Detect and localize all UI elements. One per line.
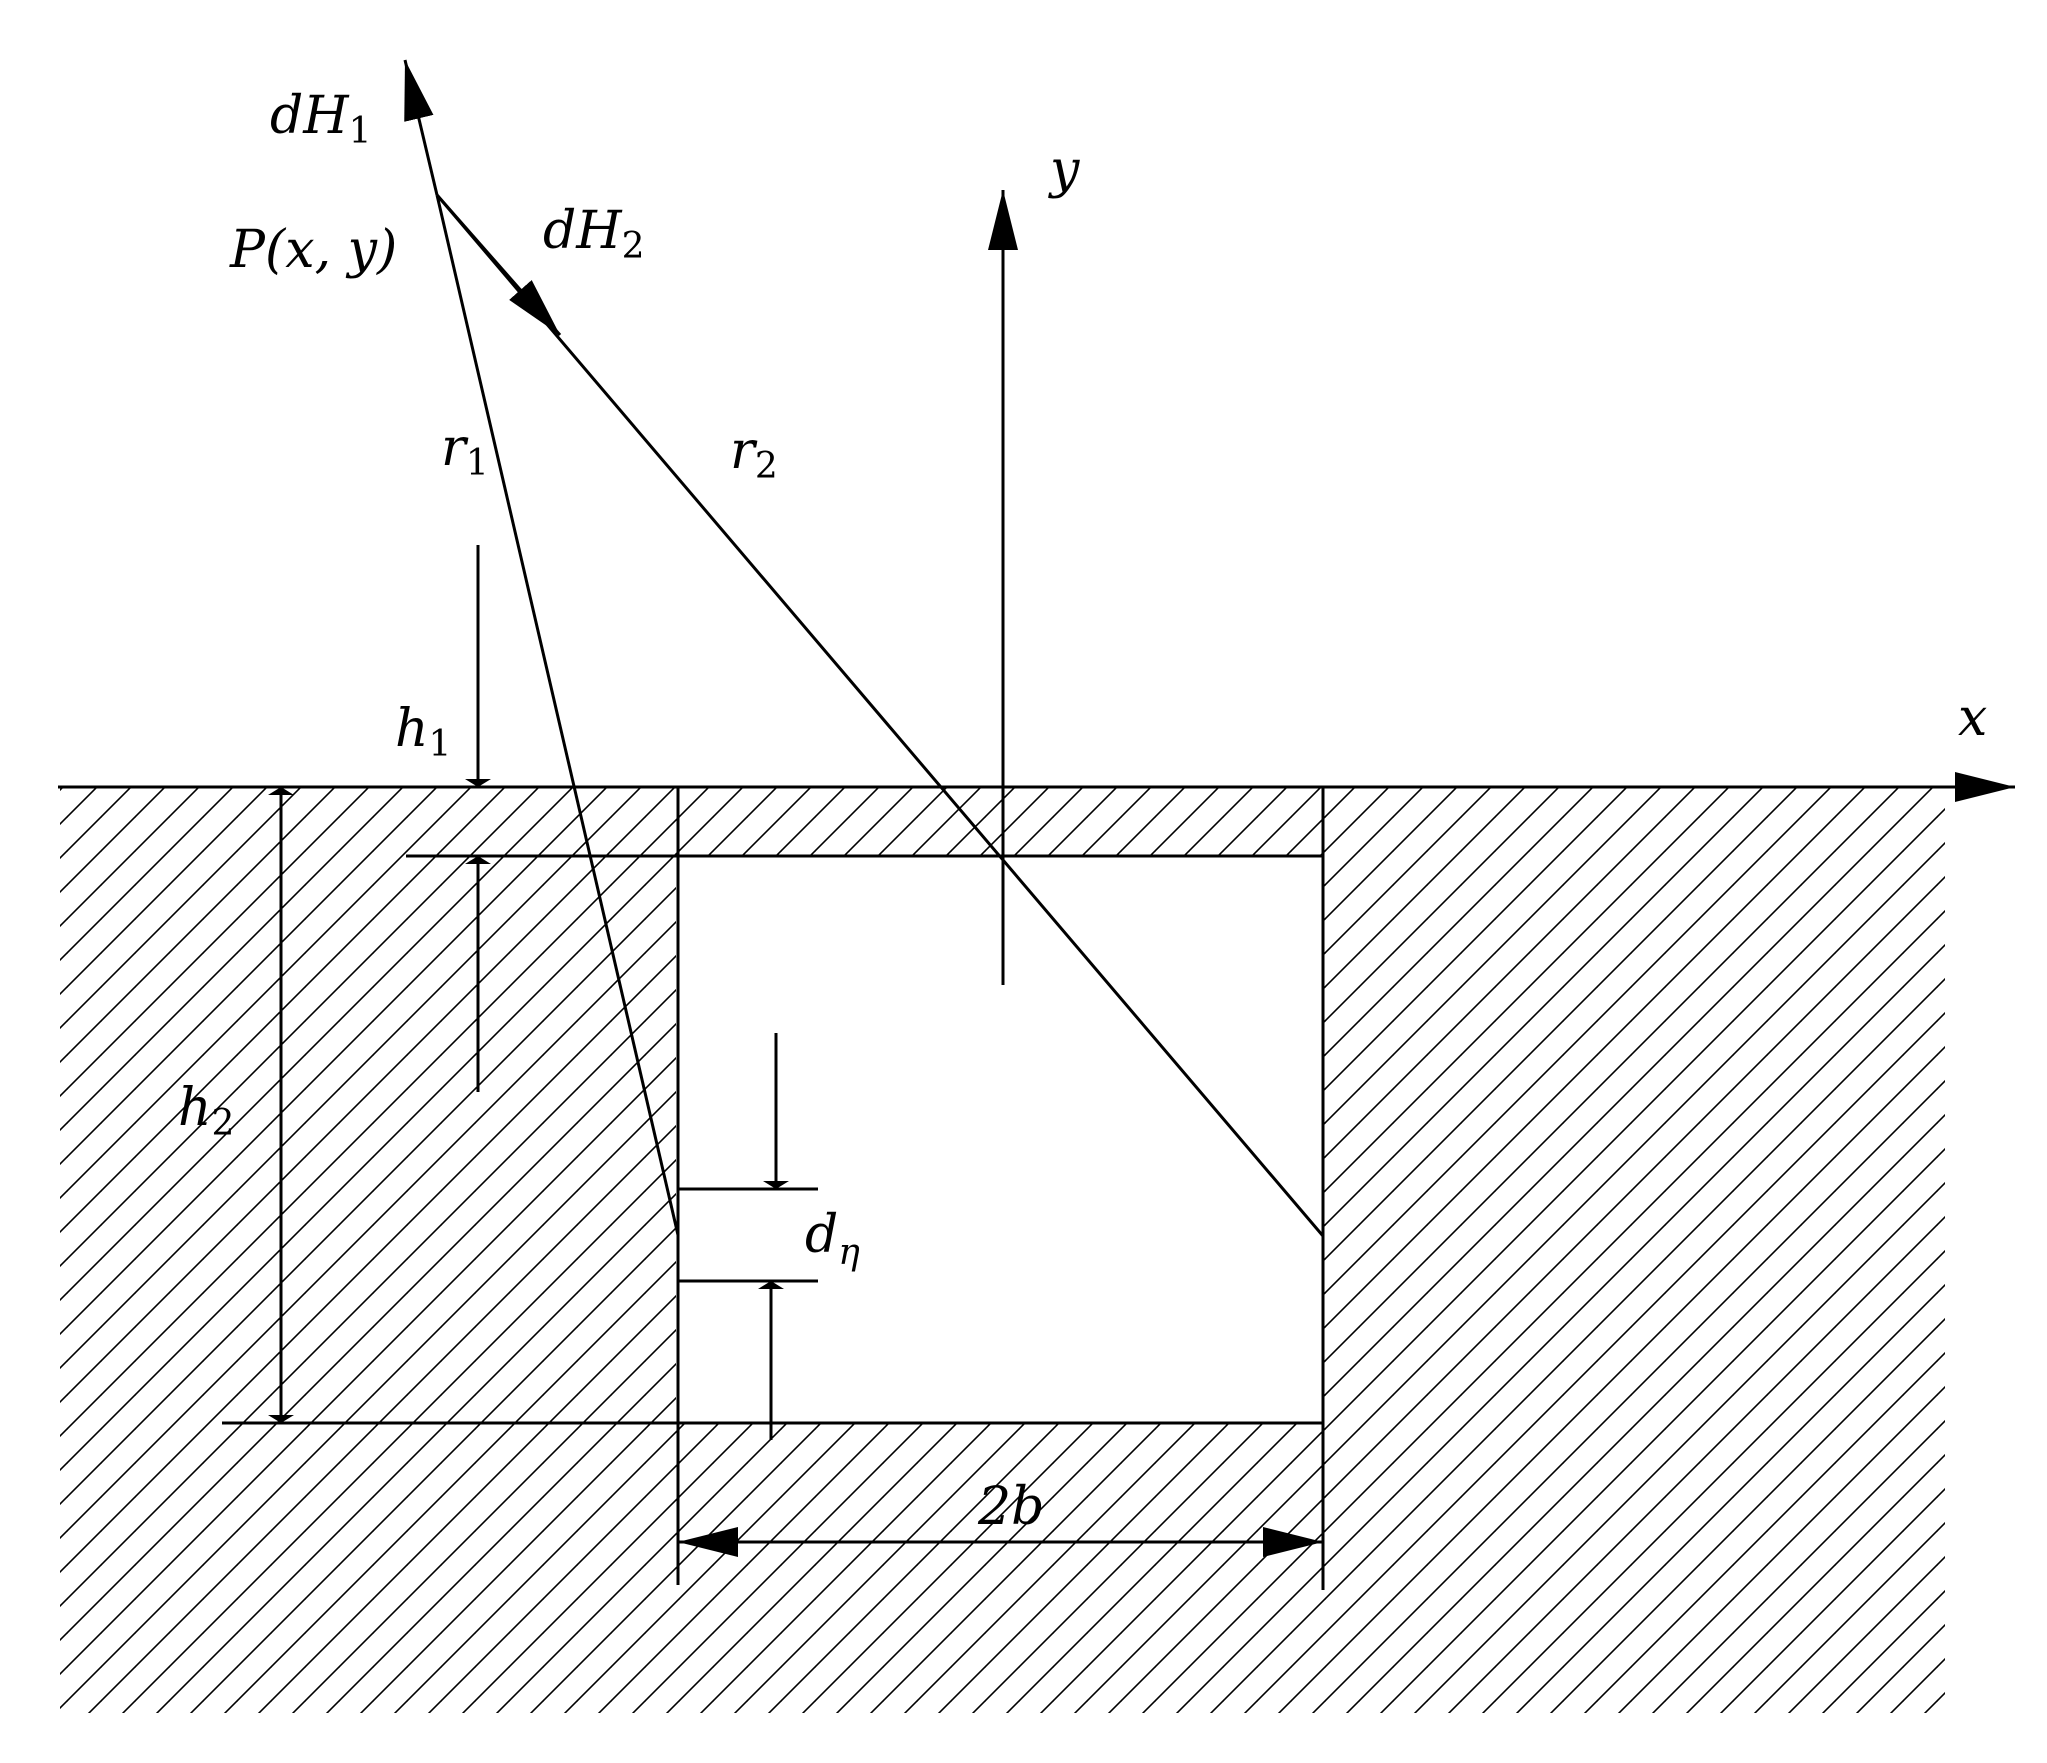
- label-r2: r2: [730, 421, 778, 487]
- label-r1: r1: [441, 418, 489, 484]
- label-h1: h1: [395, 699, 451, 765]
- label-y-axis: y: [1048, 140, 1080, 200]
- dH2-vector: [435, 194, 562, 336]
- hatched-ground: [60, 787, 1945, 1713]
- dH1-vector: [403, 59, 439, 196]
- label-x-axis: x: [1958, 688, 1987, 748]
- r1-line: [435, 194, 680, 1236]
- r2-line: [435, 194, 1325, 1237]
- label-P: P(x, y): [229, 220, 397, 280]
- label-h2: h2: [178, 1078, 234, 1144]
- label-dH2: dH2: [543, 201, 645, 267]
- ground-bottom-clip: [0, 1713, 2047, 1763]
- label-dH1: dH1: [270, 86, 372, 152]
- label-2b: 2b: [977, 1477, 1044, 1537]
- label-d-eta: dη: [805, 1205, 860, 1273]
